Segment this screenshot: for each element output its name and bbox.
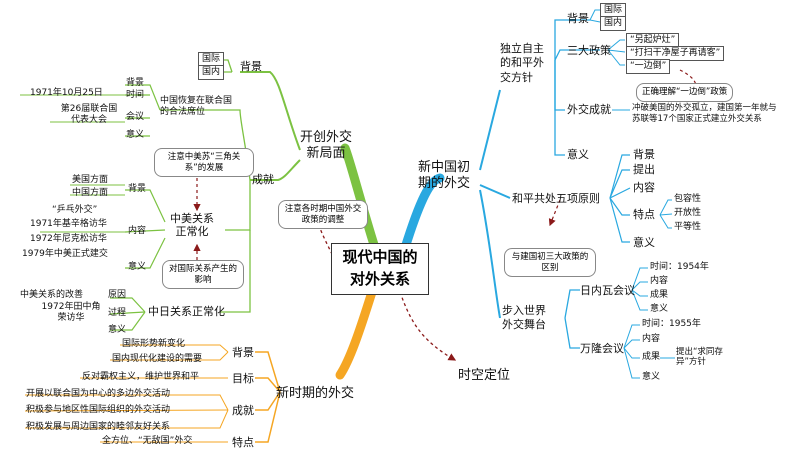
world-stage-line1: 步入世界 bbox=[502, 304, 546, 317]
np-bg-1: 国际形势新变化 bbox=[122, 339, 186, 349]
fp-content: 内容 bbox=[633, 181, 655, 194]
time-space-title: 时空定位 bbox=[458, 368, 511, 383]
bandung-meaning: 意义 bbox=[642, 372, 661, 382]
independent-meaning: 意义 bbox=[567, 148, 589, 161]
np-goal: 目标 bbox=[232, 372, 254, 385]
new-situation-line2: 新局面 bbox=[306, 146, 346, 162]
new-china-title-line2: 期的外交 bbox=[418, 176, 471, 192]
policy-item-2: “打扫干净屋子再请客” bbox=[626, 46, 725, 61]
triangle-note: 注意中美苏“三角关系”的发展 bbox=[154, 148, 254, 178]
central-topic-line2: 对外关系 bbox=[349, 270, 410, 288]
new-situation-title: 开创外交 新局面 bbox=[300, 130, 352, 163]
new-china-title: 新中国初 期的外交 bbox=[418, 160, 470, 193]
np-achievement-3: 积极发展与周边国家的睦邻友好关系 bbox=[26, 422, 171, 432]
np-achievement: 成就 bbox=[232, 404, 254, 417]
np-feature: 特点 bbox=[232, 436, 254, 449]
japan-reason-text: 中美关系的改善 bbox=[20, 290, 84, 300]
bandung-content: 内容 bbox=[642, 334, 661, 344]
fp-features: 特点 bbox=[633, 208, 655, 221]
bandung-time: 时间：1955年 bbox=[642, 319, 701, 329]
us-content-4: 1979年中美正式建交 bbox=[22, 249, 108, 259]
us-background: 背景 bbox=[128, 184, 147, 194]
new-period-title: 新时期的外交 bbox=[276, 386, 355, 401]
geneva-time: 时间：1954年 bbox=[650, 262, 709, 272]
us-content-3: 1972年尼克松访华 bbox=[30, 234, 107, 244]
difference-note: 与建国初三大政策的区别 bbox=[504, 248, 596, 278]
world-stage: 步入世界 外交舞台 bbox=[502, 304, 546, 333]
us-bg-china: 中国方面 bbox=[72, 188, 109, 198]
japan-process-text: 1972年田中角荣访华 bbox=[41, 302, 101, 323]
np-achievement-2: 积极参与地区性国际组织的外交活动 bbox=[26, 405, 171, 415]
us-normal-line2: 正常化 bbox=[175, 225, 209, 239]
us-normal-line1: 中美关系 bbox=[170, 212, 214, 225]
geneva-result: 成果 bbox=[650, 290, 669, 300]
three-policies: 三大政策 bbox=[567, 44, 611, 57]
ns-background: 背景 bbox=[240, 60, 262, 73]
us-content-2: 1971年基辛格访华 bbox=[30, 219, 107, 229]
feature-equal: 平等性 bbox=[674, 222, 702, 232]
achievement-text: 冲破美国的外交孤立，建国第一年就与苏联等17个国家正式建立外交关系 bbox=[632, 103, 777, 125]
world-stage-line2: 外交舞台 bbox=[502, 318, 546, 332]
un-meeting-text: 第26届联合国代表大会 bbox=[60, 104, 118, 125]
ns-bg-domestic: 国内 bbox=[198, 65, 225, 80]
bandung-conference: 万隆会议 bbox=[580, 342, 624, 355]
un-meaning: 意义 bbox=[126, 130, 145, 140]
japan-reason: 原因 bbox=[108, 290, 127, 300]
five-principles: 和平共处五项原则 bbox=[512, 192, 600, 205]
fp-background: 背景 bbox=[633, 148, 655, 161]
geneva-content: 内容 bbox=[650, 276, 669, 286]
independent-line2: 的和平外 bbox=[500, 56, 544, 70]
feature-inclusive: 包容性 bbox=[674, 194, 702, 204]
lean-one-side-note: 正确理解“一边倒”政策 bbox=[636, 83, 734, 102]
un-time: 时间 bbox=[126, 90, 145, 100]
us-meaning: 意义 bbox=[128, 262, 147, 272]
policy-item-3: “一边倒” bbox=[626, 59, 671, 74]
fp-meaning: 意义 bbox=[633, 236, 655, 249]
central-topic-line1: 现代中国的 bbox=[342, 248, 418, 266]
feature-open: 开放性 bbox=[674, 208, 702, 218]
np-background: 背景 bbox=[232, 346, 254, 359]
influence-note: 对国际关系产生的影响 bbox=[162, 260, 244, 290]
japan-meaning: 意义 bbox=[108, 325, 127, 335]
policy-adjustment-note: 注意各时期中国外交政策的调整 bbox=[278, 200, 368, 230]
bandung-result: 成果 bbox=[642, 352, 661, 362]
un-meeting: 会议 bbox=[126, 112, 145, 122]
un-background: 背景 bbox=[126, 78, 145, 88]
independent-line1: 独立自主 bbox=[500, 42, 544, 55]
bg-domestic: 国内 bbox=[600, 16, 627, 31]
new-china-title-line1: 新中国初 bbox=[418, 160, 471, 175]
us-content: 内容 bbox=[128, 226, 147, 236]
new-situation-line1: 开创外交 bbox=[300, 130, 353, 145]
np-bg-2: 国内现代化建设的需要 bbox=[112, 354, 203, 364]
geneva-conference: 日内瓦会议 bbox=[580, 284, 635, 297]
us-normalization: 中美关系 正常化 bbox=[170, 212, 214, 238]
diplomatic-achievement: 外交成就 bbox=[567, 103, 611, 116]
np-goal-text: 反对霸权主义，维护世界和平 bbox=[82, 372, 200, 382]
independent-background: 背景 bbox=[567, 12, 589, 25]
japan-normalization: 中日关系正常化 bbox=[148, 305, 225, 318]
independent-policy: 独立自主 的和平外 交方针 bbox=[500, 42, 544, 85]
us-content-1: “乒乓外交” bbox=[52, 205, 98, 215]
ns-achievement: 成就 bbox=[252, 173, 274, 186]
central-topic: 现代中国的 对外关系 bbox=[331, 243, 429, 295]
us-bg-america: 美国方面 bbox=[72, 175, 109, 185]
np-feature-text: 全方位、“无敌国”外交 bbox=[102, 436, 193, 446]
un-seat: 中国恢复在联合国的合法席位 bbox=[160, 96, 233, 117]
bandung-result-text: 提出“求同存异”方针 bbox=[676, 347, 723, 368]
japan-process: 过程 bbox=[108, 308, 127, 318]
fp-proposed: 提出 bbox=[633, 163, 655, 176]
independent-line3: 交方针 bbox=[500, 70, 533, 84]
np-achievement-1: 开展以联合国为中心的多边外交活动 bbox=[26, 389, 171, 399]
geneva-meaning: 意义 bbox=[650, 304, 669, 314]
un-time-text: 1971年10月25日 bbox=[30, 88, 103, 98]
